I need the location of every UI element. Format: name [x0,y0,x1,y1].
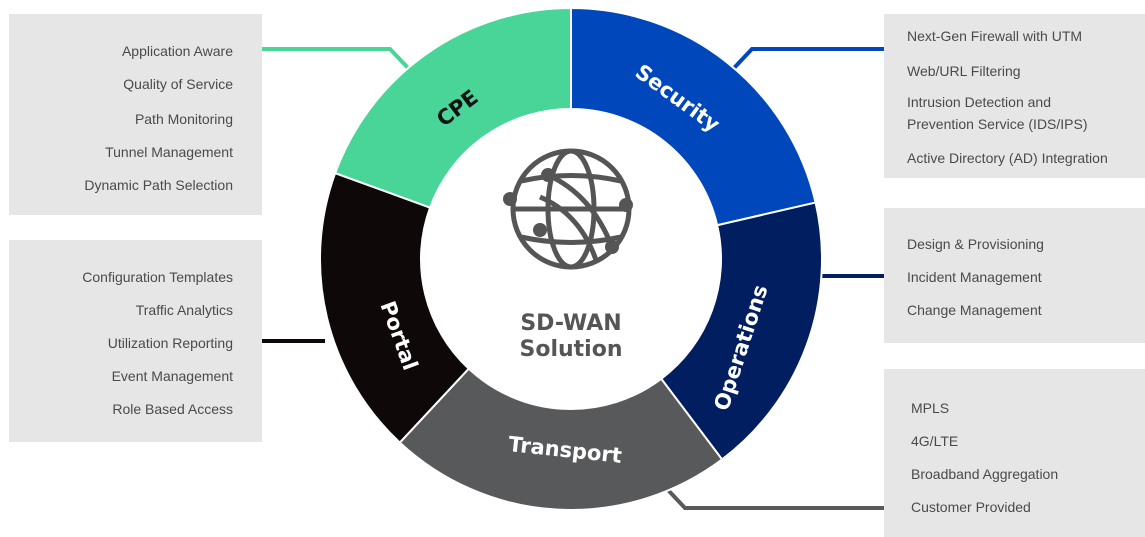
operations-features-panel: Design & Provisioning Incident Managemen… [884,208,1145,343]
portal-feature-item: Traffic Analytics [135,302,233,318]
cpe-feature-item: Tunnel Management [105,144,233,160]
center-disc [421,109,721,409]
center-title-line1: SD-WAN [520,311,621,336]
transport-feature-item: Broadband Aggregation [911,466,1059,482]
cpe-feature-item: Quality of Service [123,76,233,92]
operations-feature-item: Incident Management [907,269,1042,285]
connector-lines [262,47,884,510]
portal-feature-item: Utilization Reporting [107,335,233,351]
portal-feature-item: Event Management [111,368,233,384]
cpe-feature-item: Path Monitoring [134,111,233,127]
ring-segments [319,6,823,511]
transport-feature-item: 4G/LTE [911,433,959,449]
ring-segment-cpe [333,6,572,209]
security-feature-item: Next-Gen Firewall with UTM [907,28,1083,44]
security-feature-item: Active Directory (AD) Integration [907,150,1108,166]
security-feature-item: Prevention Service (IDS/IPS) [907,116,1088,132]
cpe-connector [262,47,412,72]
operations-feature-item: Change Management [907,302,1042,318]
center-title-line2: Solution [520,337,623,362]
portal-feature-item: Role Based Access [112,401,233,417]
cpe-feature-item: Application Aware [121,43,233,59]
portal-feature-item: Configuration Templates [82,269,233,285]
security-feature-item: Intrusion Detection and [907,94,1051,110]
operations-feature-item: Design & Provisioning [907,236,1044,252]
transport-feature-item: Customer Provided [911,499,1031,515]
transport-features-panel: MPLS 4G/LTE Broadband Aggregation Custom… [884,369,1145,537]
cpe-features-panel: Application Aware Quality of Service Pat… [9,14,262,215]
security-features-panel: Next-Gen Firewall with UTM Web/URL Filte… [884,14,1145,178]
transport-connector [666,488,884,510]
portal-features-panel: Configuration Templates Traffic Analytic… [9,240,262,442]
transport-feature-item: MPLS [911,400,950,416]
globe-network-icon [503,148,633,270]
security-connector [732,47,884,70]
security-feature-item: Web/URL Filtering [907,63,1021,79]
cpe-feature-item: Dynamic Path Selection [84,177,233,193]
